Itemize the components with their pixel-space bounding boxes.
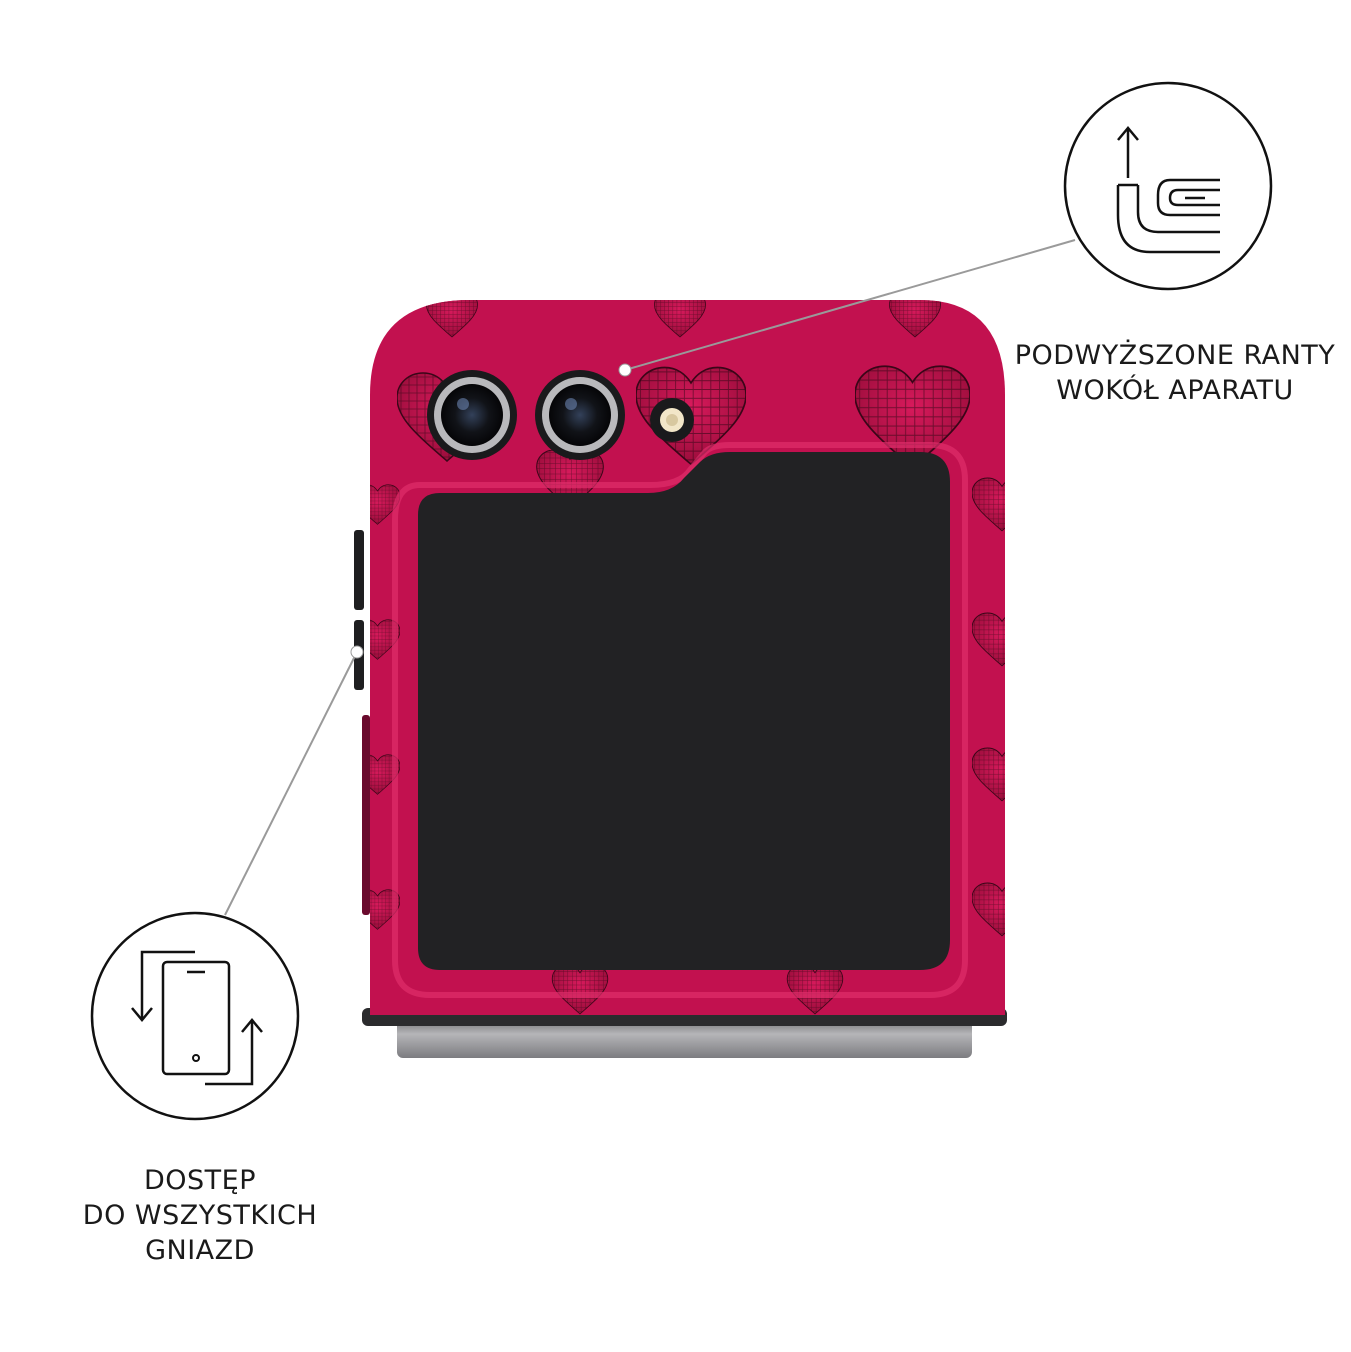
camera-module: [427, 370, 694, 460]
raised-edges-caption: PODWYŻSZONE RANTY WOKÓŁ APARATU: [1000, 338, 1350, 408]
caption-line: WOKÓŁ APARATU: [1056, 375, 1294, 406]
cover-screen: [418, 452, 950, 970]
phone-hinge: [362, 1008, 1007, 1058]
caption-line: PODWYŻSZONE RANTY: [1014, 340, 1336, 371]
phone-rotate-icon: [90, 911, 300, 1121]
raised-edge-icon: [1063, 81, 1273, 291]
caption-line: GNIAZD: [145, 1235, 255, 1266]
side-buttons: [354, 530, 370, 915]
caption-line: DOSTĘP: [143, 1165, 256, 1196]
port-access-caption: DOSTĘP DO WSZYSTKICH GNIAZD: [60, 1163, 340, 1268]
caption-line: DO WSZYSTKICH: [82, 1200, 318, 1231]
callout-leaders: [224, 239, 1076, 916]
